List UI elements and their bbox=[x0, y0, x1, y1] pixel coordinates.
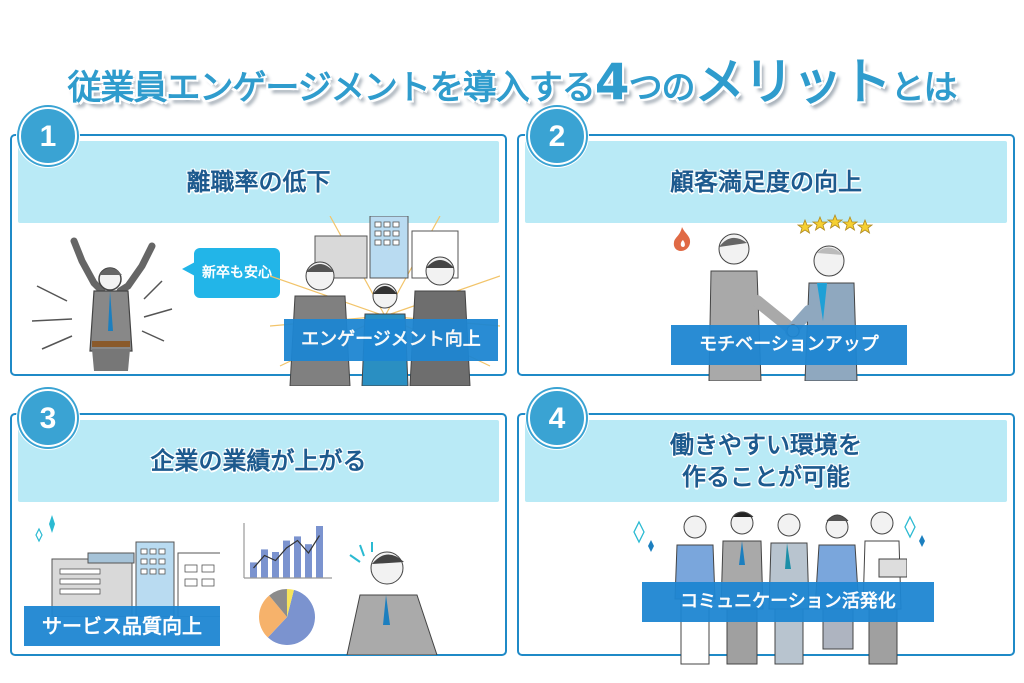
title-part-1: 従業員エンゲージメントを導入する bbox=[67, 68, 595, 108]
bar-line-chart-icon bbox=[243, 523, 332, 579]
sparkle-icon bbox=[35, 515, 55, 543]
card-header: 離職率の低下 bbox=[18, 141, 499, 223]
pie-chart-icon bbox=[259, 589, 315, 645]
card-header: 働きやすい環境を 作ることが可能 bbox=[525, 420, 1007, 502]
number-badge-2: 2 bbox=[528, 107, 586, 165]
card-heading: 企業の業績が上がる bbox=[150, 447, 367, 475]
card-label-text: コミュニケーション活発化 bbox=[680, 591, 896, 612]
badge-number: 3 bbox=[39, 402, 57, 435]
card-header: 顧客満足度の向上 bbox=[525, 141, 1007, 223]
mini-bar bbox=[305, 544, 312, 578]
card-heading: 離職率の低下 bbox=[186, 168, 331, 196]
card-label-bar: サービス品質向上 bbox=[24, 606, 220, 646]
sparkle-icon bbox=[904, 515, 925, 547]
card-label-text: エンゲージメント向上 bbox=[301, 329, 481, 350]
cheering-man-icon bbox=[32, 237, 173, 371]
card-label-bar: エンゲージメント向上 bbox=[284, 319, 498, 361]
merit-card-2: 顧客満足度の向上 モチベーションアップ bbox=[517, 134, 1015, 381]
five-stars-icon bbox=[797, 214, 874, 234]
merit-card-1: 離職率の低下 新卒も安心 bbox=[10, 134, 507, 386]
number-badge-4: 4 bbox=[528, 389, 586, 447]
mini-bar bbox=[294, 536, 301, 578]
mini-bar bbox=[272, 552, 279, 578]
presenting-man-icon bbox=[346, 542, 438, 655]
number-badge-1: 1 bbox=[19, 107, 77, 165]
number-badge-3: 3 bbox=[19, 389, 77, 447]
flame-icon bbox=[673, 227, 691, 251]
title-part-3: とは bbox=[890, 68, 958, 108]
buildings-icon bbox=[51, 541, 220, 617]
title-emphasis: メリット bbox=[694, 53, 892, 111]
merit-card-3: 企業の業績が上がる サービス品質向上 bbox=[10, 413, 507, 656]
card-label-bar: コミュニケーション活発化 bbox=[642, 582, 934, 622]
mini-pie-slice bbox=[269, 589, 287, 617]
merit-card-4: 働きやすい環境を 作ることが可能 コミュニケーション活発化 bbox=[517, 413, 1015, 665]
mini-bar bbox=[261, 549, 268, 578]
mini-bar bbox=[316, 526, 323, 578]
speech-bubble-text: 新卒も安心 bbox=[202, 265, 272, 281]
title-number: 4 bbox=[594, 53, 630, 111]
card-heading: 働きやすい環境を 作ることが可能 bbox=[670, 431, 862, 491]
card-label-bar: モチベーションアップ bbox=[671, 325, 907, 365]
badge-number: 2 bbox=[548, 120, 566, 153]
badge-number: 1 bbox=[39, 120, 57, 153]
sparkle-icon bbox=[633, 520, 654, 552]
title-part-2: つの bbox=[628, 68, 696, 108]
mini-pie-slice bbox=[286, 589, 294, 617]
mini-bar bbox=[250, 562, 257, 578]
mini-pie-slice bbox=[259, 595, 287, 638]
card-heading: 顧客満足度の向上 bbox=[670, 168, 862, 196]
card-header: 企業の業績が上がる bbox=[18, 420, 499, 502]
speech-bubble: 新卒も安心 bbox=[182, 248, 280, 298]
mini-bar bbox=[283, 540, 290, 578]
mini-pie-slice bbox=[267, 589, 315, 645]
card-label-text: モチベーションアップ bbox=[699, 334, 879, 355]
card-label-text: サービス品質向上 bbox=[42, 614, 202, 638]
badge-number: 4 bbox=[548, 402, 566, 435]
page-title: 従業員エンゲージメントを導入する4つのメリットとは bbox=[0, 42, 1024, 114]
